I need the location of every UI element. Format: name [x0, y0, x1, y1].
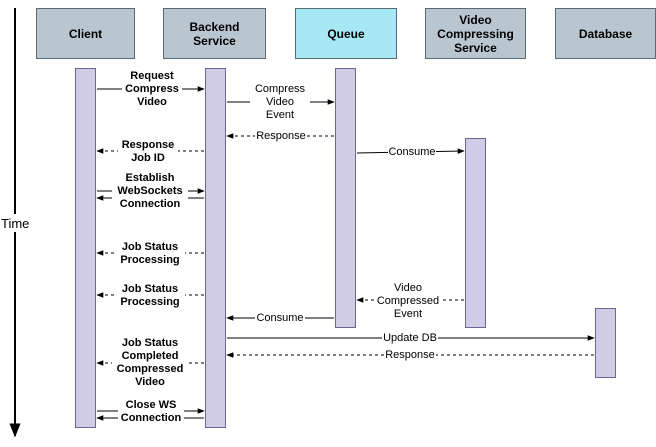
activation-backend-service — [205, 68, 226, 428]
participant-database-label: Database — [578, 26, 633, 41]
participant-client: Client — [36, 8, 135, 59]
label-response-queue: Response — [255, 130, 307, 143]
label-response-db: Response — [384, 349, 436, 362]
activation-database — [595, 308, 616, 378]
label-update-db: Update DB — [382, 332, 438, 345]
activation-video-compressing-service — [465, 138, 486, 328]
label-consume-backend: Consume — [255, 312, 305, 325]
participant-client-label: Client — [68, 26, 103, 41]
activation-client — [75, 68, 96, 428]
participant-queue-label: Queue — [327, 26, 365, 41]
time-axis-label: Time — [0, 216, 31, 231]
label-consume-compress: Consume — [388, 146, 436, 159]
activation-queue — [335, 68, 356, 328]
participant-database: Database — [555, 8, 656, 59]
participant-queue: Queue — [295, 8, 397, 59]
